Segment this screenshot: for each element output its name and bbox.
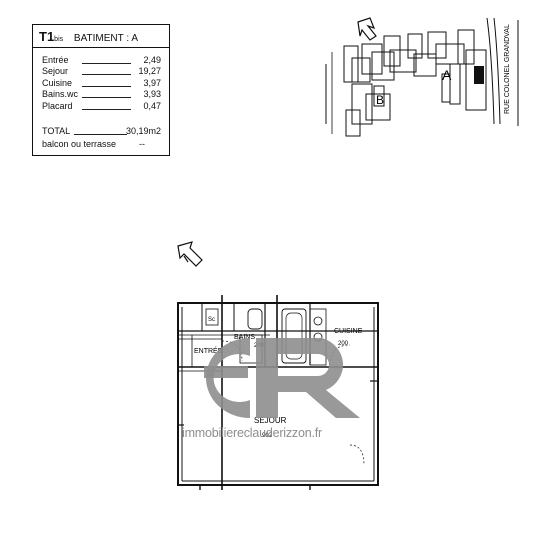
street-outline	[486, 17, 519, 126]
row-leader	[82, 97, 131, 98]
highlighted-building	[474, 66, 484, 84]
balcony-label: balcon ou terrasse	[42, 139, 117, 149]
building-b-label: B	[376, 93, 384, 107]
building-a-label: A	[442, 67, 452, 83]
room-sc-label: Sc	[208, 317, 215, 323]
room-sejour-label: SEJOUR	[254, 416, 287, 425]
header-divider	[33, 47, 169, 48]
building-blocks	[343, 29, 487, 137]
table-row: Entrée 2,49	[42, 55, 161, 67]
street-name: RUE COLONEL GRANDVAL	[504, 24, 511, 114]
row-leader	[82, 86, 131, 87]
row-value: 2,49	[143, 55, 161, 65]
row-value: 0,47	[143, 101, 161, 111]
apartment-type-suffix: bis	[54, 36, 64, 43]
total-value: 30,19m2	[125, 126, 161, 136]
row-value: 19,27	[138, 66, 161, 76]
row-label: Bains.wc	[42, 89, 79, 99]
surface-table: T1bis BATIMENT : A Entrée 2,49 Sejour 19…	[32, 24, 170, 156]
apartment-type: T1	[39, 29, 55, 44]
row-label: Placard	[42, 101, 73, 111]
watermark-text: immobiliereclauderizzon.fr	[182, 426, 322, 440]
room-cuisine-label: CUISINE	[334, 328, 363, 335]
room-cuisine-area: 200	[338, 341, 349, 347]
total-leader	[74, 134, 127, 135]
row-value: 3,97	[143, 78, 161, 88]
balcony-value: --	[139, 139, 145, 149]
building-label: BATIMENT : A	[73, 33, 138, 44]
key-plan: RUE COLONEL GRANDVAL A B	[325, 17, 519, 137]
table-row: Sejour 19,27	[42, 66, 161, 78]
room-sejour-area: 902	[262, 433, 273, 439]
row-label: Cuisine	[42, 78, 73, 88]
balcony-row: balcon ou terrasse --	[42, 139, 161, 151]
room-entree-label: ENTRÉE	[194, 346, 223, 355]
table-row: Bains.wc 3,93	[42, 89, 161, 101]
total-label: TOTAL	[42, 126, 71, 136]
watermark-logo-icon	[204, 338, 360, 418]
table-row: Cuisine 3,97	[42, 78, 161, 90]
total-row: TOTAL 30,19m2	[42, 126, 161, 138]
north-arrow-icon	[177, 241, 203, 267]
row-value: 3,93	[143, 89, 161, 99]
key-plan-north-arrow-icon	[357, 17, 377, 41]
row-leader	[82, 74, 131, 75]
row-label: Entrée	[42, 55, 69, 65]
row-label: Sejour	[42, 66, 69, 76]
row-leader	[82, 109, 131, 110]
row-leader	[82, 63, 131, 64]
room-bains-label: BAINS	[234, 334, 255, 341]
table-row: Placard 0,47	[42, 101, 161, 113]
table-header: T1bis BATIMENT : A	[39, 29, 138, 44]
